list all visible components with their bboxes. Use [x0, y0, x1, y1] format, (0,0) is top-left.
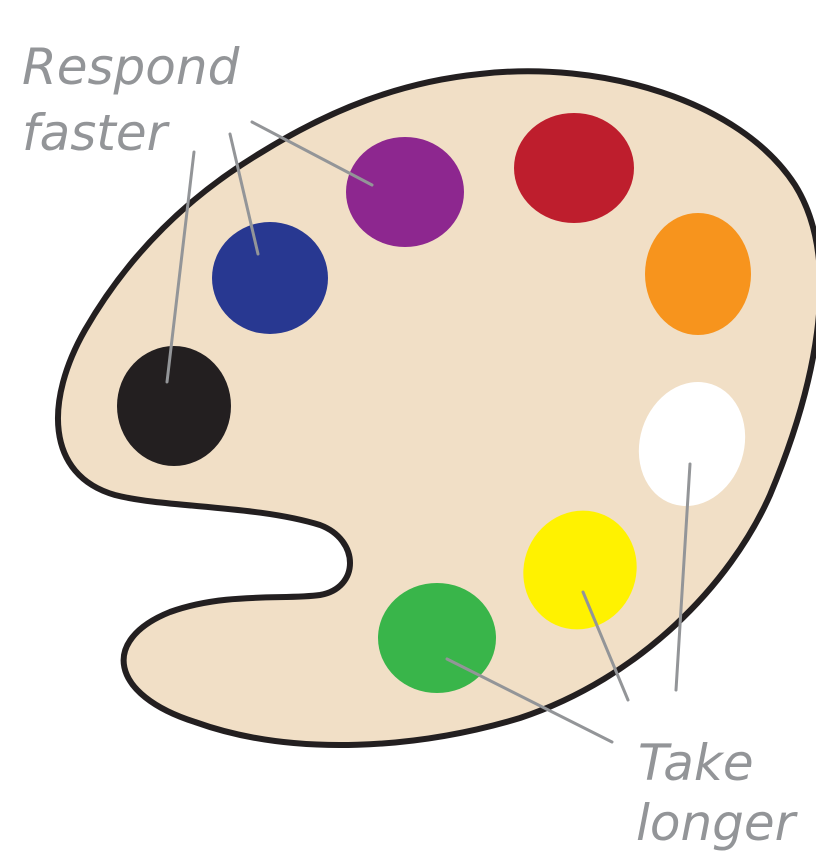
purple-paint-dab [346, 137, 464, 247]
orange-paint-dab [645, 213, 751, 335]
label-respond: Respond [22, 38, 240, 96]
label-faster: faster [22, 104, 171, 162]
green-paint-dab [378, 583, 496, 693]
label-take: Take [638, 734, 754, 792]
black-paint-dab [117, 346, 231, 466]
blue-paint-dab [212, 222, 328, 334]
red-paint-dab [514, 113, 634, 223]
label-longer: longer [636, 794, 799, 852]
